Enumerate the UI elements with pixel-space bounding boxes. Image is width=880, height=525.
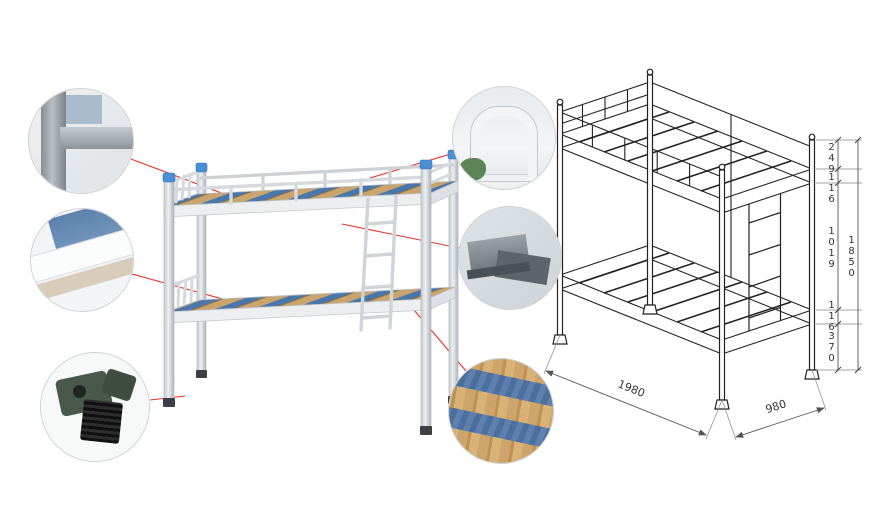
dim-label-bunk-gap: 1019 <box>826 226 837 270</box>
drawing-posts <box>552 68 820 410</box>
horizontal-tube-icon <box>60 127 133 150</box>
dim-label-length: 1980 <box>616 377 647 400</box>
guardrail-back-upper <box>199 163 455 193</box>
dimension-lines <box>543 136 862 441</box>
dim-line-width <box>735 407 825 438</box>
bed-feet <box>163 370 459 435</box>
window-reflection <box>66 95 102 125</box>
guardrail-lines <box>559 81 813 278</box>
post-front-right <box>420 166 432 429</box>
extension-lines <box>543 139 862 441</box>
post-front-left <box>163 179 175 401</box>
callout-support-bracket <box>458 206 562 310</box>
dim-label-clearance: 370 <box>826 331 837 364</box>
foot-pad-hole <box>73 385 87 399</box>
dim-line-length <box>545 370 707 436</box>
callout-wood-slat <box>448 358 554 464</box>
dim-label-width: 980 <box>764 397 788 416</box>
vertical-dim-lines <box>837 140 859 370</box>
plant-icon <box>459 158 486 181</box>
black-foot-cube-icon <box>79 398 123 444</box>
dim-ticks <box>834 136 862 374</box>
callout-guardrail-tube <box>452 86 556 190</box>
bent-tube-icon <box>471 107 537 181</box>
bunk-bed-render <box>162 149 460 435</box>
callout-foot-pads <box>40 352 150 462</box>
deck-slat-lines <box>578 111 792 333</box>
dim-label-overall-height: 1850 <box>846 235 857 279</box>
ladder-lines <box>748 193 782 331</box>
technical-drawing <box>552 68 820 410</box>
callout-deck-corner <box>30 208 134 312</box>
callout-frame-corner-joint <box>28 88 134 194</box>
leader-guardrail <box>369 152 455 179</box>
leader-bracket <box>341 223 460 249</box>
ladder <box>359 195 398 332</box>
dim-label-guardrail-height: 249 <box>826 142 837 175</box>
dim-label-lower-frame: 116 <box>826 300 837 333</box>
dim-label-upper-frame: 116 <box>826 172 837 205</box>
guardrail-front-upper <box>164 175 430 205</box>
